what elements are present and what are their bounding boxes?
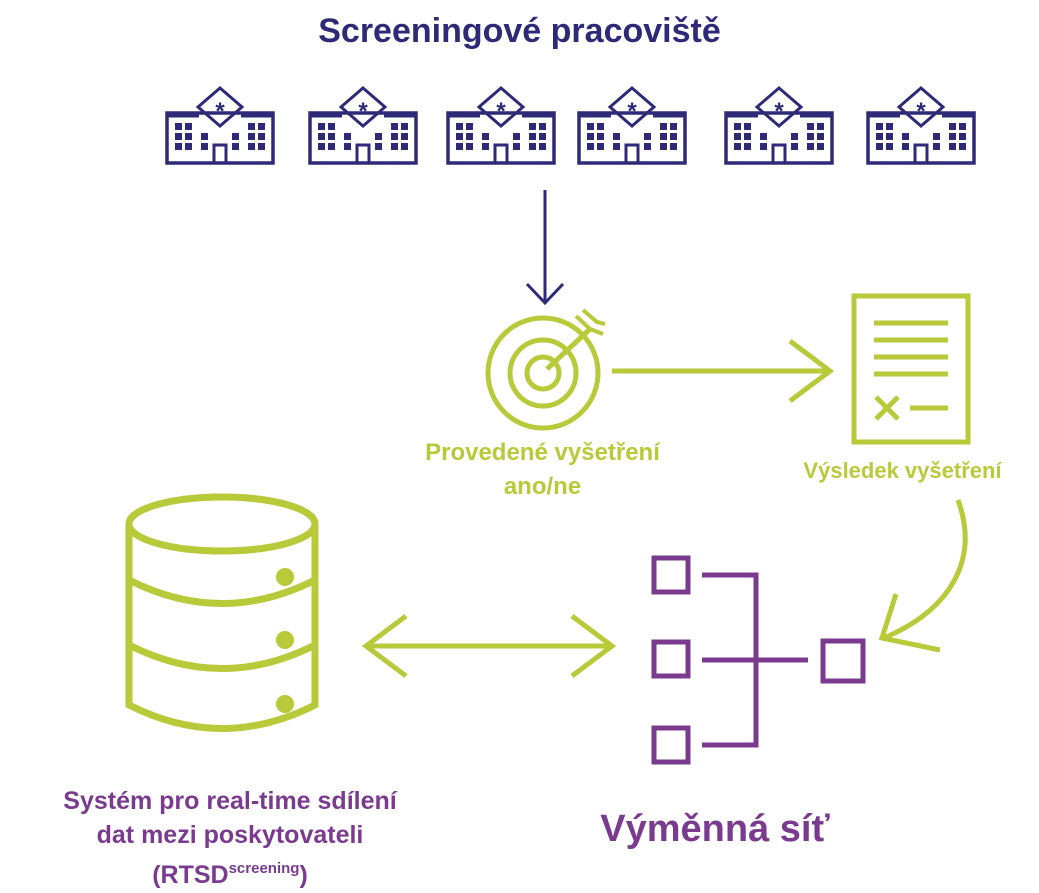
rtsd-system-label: Systém pro real-time sdílení dat mezi po…: [0, 784, 460, 892]
curved-arrow-icon: [878, 499, 968, 653]
hospital-icon: [724, 86, 834, 165]
exam-result-label: Výsledek vyšetření: [803, 458, 1002, 483]
right-arrow-icon: [612, 339, 835, 403]
hospital-icon: [308, 86, 418, 165]
database-indicator-dot: [276, 568, 294, 586]
down-arrow-icon: [525, 190, 565, 306]
database-indicator-dot: [276, 695, 294, 713]
hospital-icon: [165, 86, 275, 165]
exam-label-line2: ano/ne: [503, 473, 582, 500]
system-label-line2: dat mezi poskytovateli: [96, 821, 364, 849]
target-icon: [485, 308, 606, 431]
exam-label-line1: Provedené vyšetření: [425, 439, 660, 466]
exchange-network-label: Výměnná síť: [600, 808, 830, 850]
hospital-icon: [446, 86, 556, 165]
bidirectional-arrow-icon: [361, 614, 617, 678]
database-icon: [125, 493, 319, 732]
diagram-title: Screeningové pracoviště: [318, 12, 721, 50]
system-label-line1: Systém pro real-time sdílení: [63, 787, 397, 815]
system-label-line3: (RTSDscreening): [0, 852, 460, 892]
database-indicator-dot: [276, 631, 294, 649]
exam-performed-label: Provedené vyšetření ano/ne: [370, 436, 715, 504]
hospital-icon: [577, 86, 687, 165]
system-abbr-close: ): [299, 861, 308, 889]
system-abbr-open: (RTSD: [152, 861, 229, 889]
exchange-network-icon: [651, 555, 866, 765]
system-abbr-superscript: screening: [228, 860, 300, 877]
hospital-icon: [866, 86, 976, 165]
result-document-icon: [851, 293, 971, 445]
